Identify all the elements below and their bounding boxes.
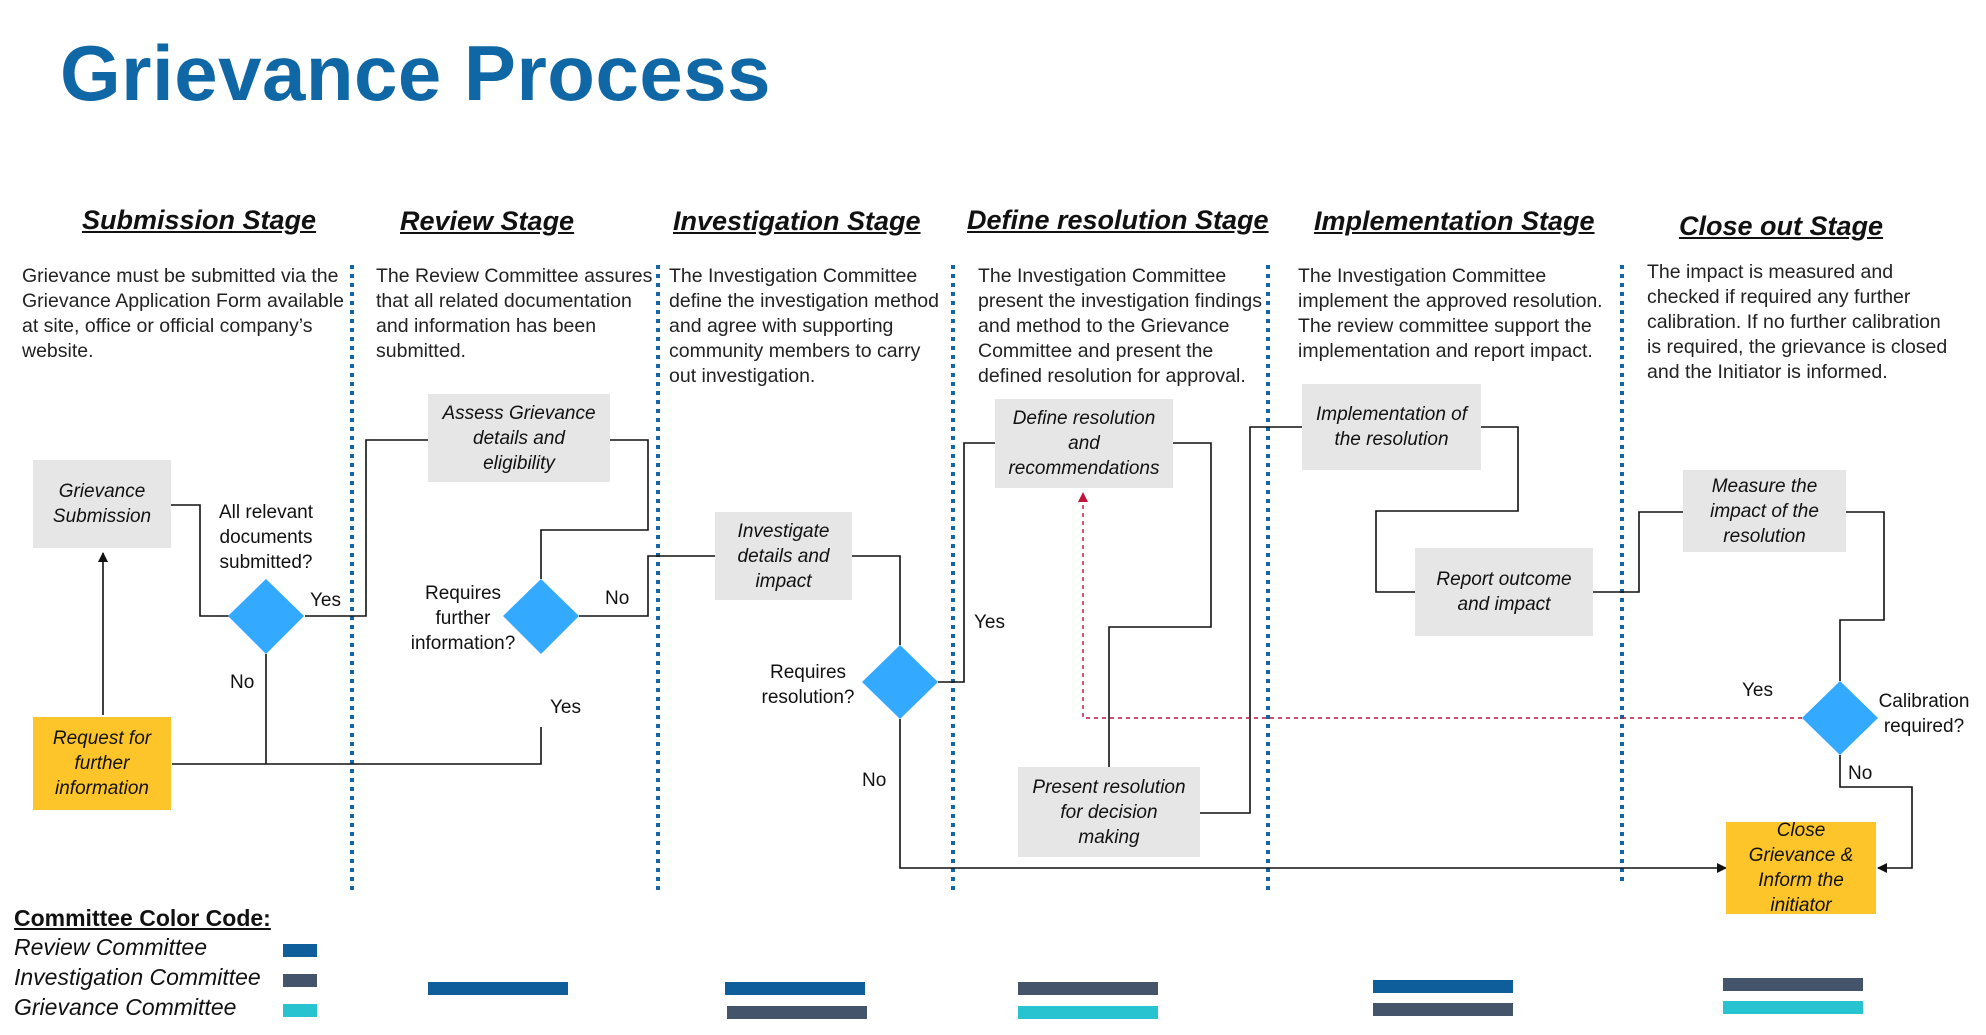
- process-implementation: Implementation of the resolution: [1302, 384, 1481, 470]
- page-title: Grievance Process: [60, 29, 771, 117]
- process-request-further-information: Request for further information: [33, 717, 171, 810]
- stage-heading-submission: Submission Stage: [82, 205, 317, 235]
- process-assess-grievance: Assess Grievance details and eligibility: [428, 394, 610, 482]
- decision-label-further-info: Requires further information?: [410, 583, 516, 654]
- process-grievance-submission: Grievance Submission: [33, 460, 171, 548]
- connector-assess-to-further-decision: [540, 439, 649, 579]
- stage-description-investigation: The Investigation Committee define the i…: [669, 265, 939, 387]
- legend-title: Committee Color Code:: [14, 905, 271, 931]
- connector-resolution-yes-to-define: [938, 442, 995, 683]
- process-measure-impact: Measure the impact of the resolution: [1683, 470, 1846, 552]
- stage-closeout-bar-investigation: [1723, 978, 1863, 991]
- process-close-grievance: Close Grievance & Inform the initiator: [1726, 820, 1876, 916]
- connector-present-to-implementation: [1200, 426, 1302, 814]
- connector-further-no-to-investigate: [579, 555, 715, 617]
- decision-label-requires-resolution: Requires resolution?: [761, 662, 855, 708]
- label-resolution-no: No: [862, 770, 887, 791]
- connector-lines: [98, 426, 1913, 873]
- stage-description-closeout: The impact is measured and checked if re…: [1647, 261, 1948, 383]
- connector-measure-to-calibration-decision: [1839, 511, 1885, 681]
- decision-diamonds: [228, 579, 1878, 755]
- connector-docs-yes-to-assess: [305, 439, 428, 617]
- decision-label-docs-submitted: All relevant documents submitted?: [219, 502, 313, 573]
- legend-item-investigation: Investigation Committee: [14, 964, 261, 990]
- decision-further-info-diamond: [503, 579, 579, 654]
- stage-implementation-bar-investigation: [1373, 1003, 1513, 1016]
- stage-description-define: The Investigation Committee present the …: [978, 265, 1263, 387]
- connector-define-to-present: [1108, 442, 1212, 770]
- process-investigate-details: Investigate details and impact: [715, 512, 852, 600]
- stage-heading-closeout: Close out Stage: [1679, 211, 1884, 241]
- connector-implementation-to-report: [1375, 426, 1519, 593]
- legend-swatch-review: [283, 944, 317, 957]
- stage-review-committee-bar: [428, 982, 568, 995]
- connector-report-to-measure: [1593, 511, 1683, 593]
- connector-submission-to-docs-decision: [167, 504, 229, 617]
- legend-swatch-investigation: [283, 974, 317, 987]
- label-resolution-yes: Yes: [974, 612, 1005, 633]
- connector-resolution-no-to-close: [899, 719, 1727, 873]
- process-present-resolution: Present resolution for decision making: [1018, 767, 1200, 857]
- label-calibration-yes: Yes: [1742, 680, 1773, 701]
- decision-label-calibration: Calibration required?: [1878, 691, 1970, 737]
- connector-to-request: [172, 727, 542, 765]
- stage-heading-review: Review Stage: [400, 206, 575, 236]
- label-further-no: No: [605, 588, 630, 609]
- decision-docs-submitted-diamond: [228, 579, 304, 654]
- legend-swatch-grievance: [283, 1004, 317, 1017]
- process-define-resolution: Define resolution and recommendations: [995, 399, 1173, 488]
- decision-requires-resolution-diamond: [862, 645, 938, 719]
- label-further-yes: Yes: [550, 697, 581, 718]
- stage-define-bar-grievance: [1018, 1006, 1158, 1019]
- stage-implementation-bar-review: [1373, 980, 1513, 993]
- label-docs-no: No: [230, 672, 255, 693]
- stage-heading-define: Define resolution Stage: [967, 205, 1269, 235]
- label-calibration-no: No: [1848, 763, 1873, 784]
- stage-description-implementation: The Investigation Committee implement th…: [1298, 265, 1603, 362]
- stage-heading-investigation: Investigation Stage: [673, 206, 921, 236]
- stage-dividers: [350, 265, 1624, 893]
- process-report-outcome: Report outcome and impact: [1415, 548, 1593, 636]
- legend-item-grievance: Grievance Committee: [14, 994, 237, 1020]
- stage-description-review: The Review Committee assures that all re…: [376, 265, 653, 362]
- connector-investigate-to-resolution-decision: [852, 555, 901, 645]
- connector-calibration-no-to-close: [1839, 755, 1913, 873]
- stage-investigation-bar-review: [725, 982, 865, 995]
- decision-calibration-diamond: [1802, 681, 1878, 755]
- stage-closeout-bar-grievance: [1723, 1001, 1863, 1014]
- stage-define-bar-investigation: [1018, 982, 1158, 995]
- stage-investigation-bar-investigation: [727, 1006, 867, 1019]
- label-docs-yes: Yes: [310, 590, 341, 611]
- legend-item-review: Review Committee: [14, 934, 207, 960]
- stage-description-submission: Grievance must be submitted via the Grie…: [22, 265, 344, 362]
- stage-heading-implementation: Implementation Stage: [1314, 206, 1595, 236]
